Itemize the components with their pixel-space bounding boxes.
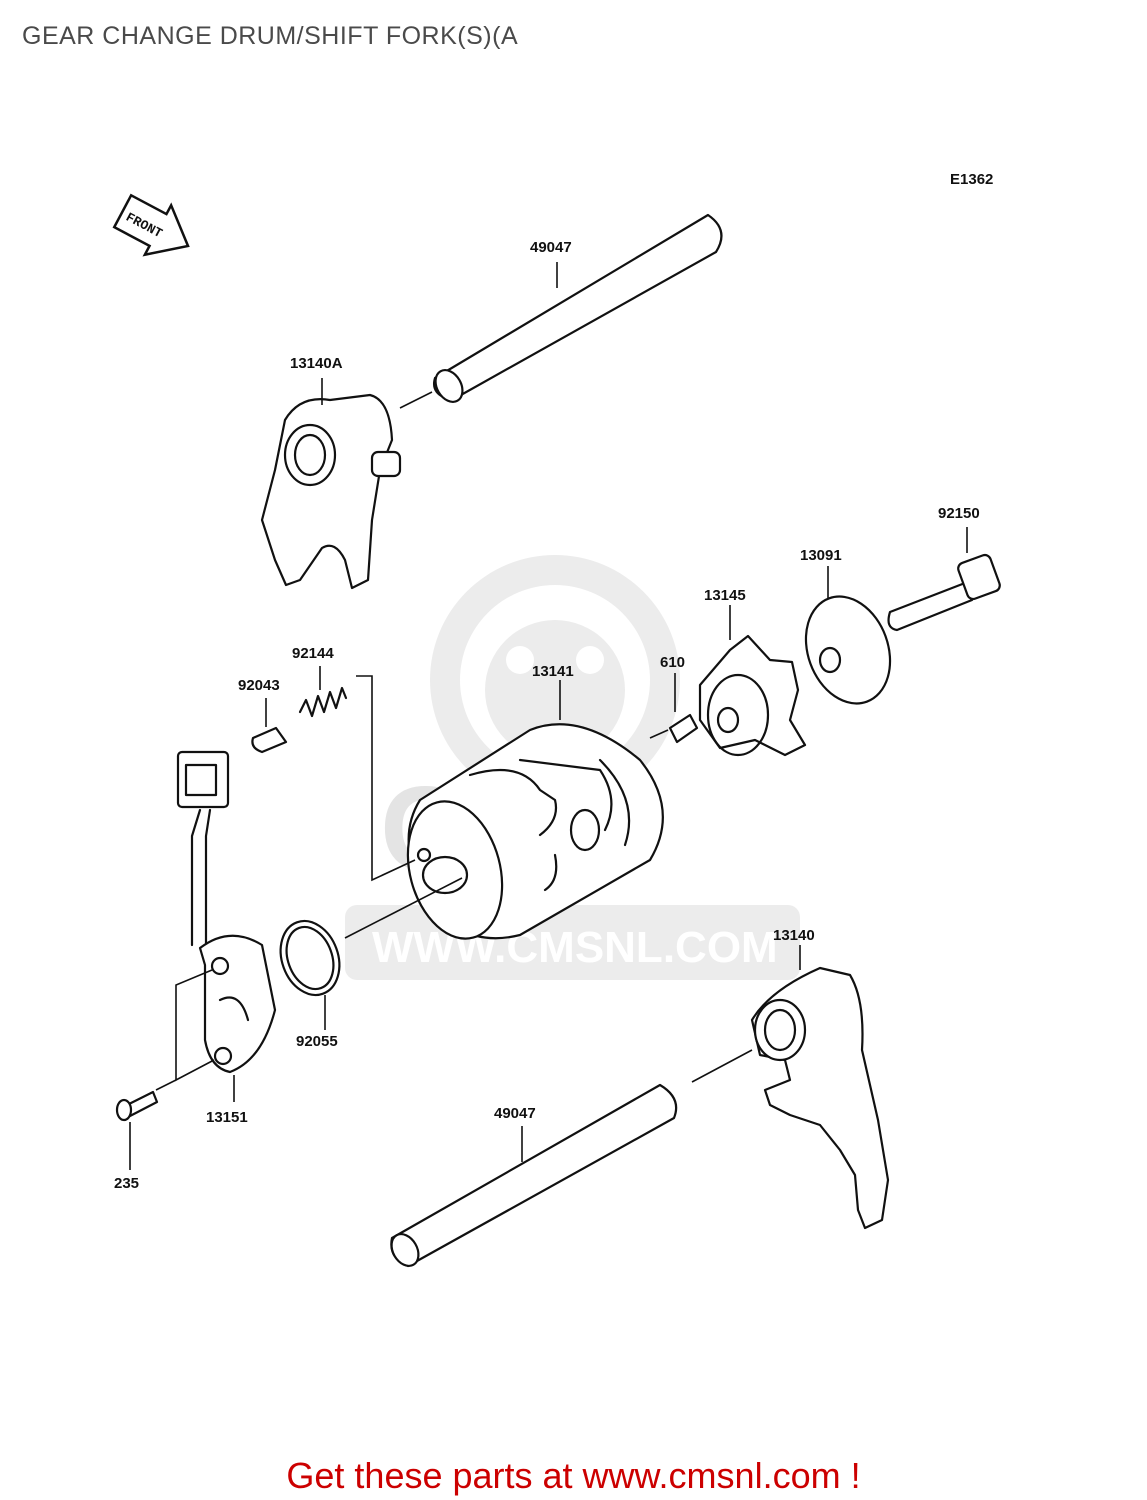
part-label-p9: 92043 bbox=[238, 677, 280, 694]
page-title: GEAR CHANGE DRUM/SHIFT FORK(S)(A bbox=[22, 22, 519, 50]
bolt-part bbox=[887, 527, 1001, 632]
get-parts-link[interactable]: Get these parts at www.cmsnl.com ! bbox=[286, 1455, 861, 1496]
screw-part bbox=[115, 1090, 159, 1170]
part-label-p6: 92144 bbox=[292, 645, 334, 662]
front-arrow-icon: FRONT bbox=[112, 193, 190, 257]
part-label-p7: 610 bbox=[660, 654, 685, 671]
part-label-p5: 13145 bbox=[704, 587, 746, 604]
part-label-p11: 92055 bbox=[296, 1033, 338, 1050]
plate-part bbox=[804, 566, 892, 705]
part-label-p14: 235 bbox=[114, 1175, 139, 1192]
shaft-top-part bbox=[399, 213, 723, 409]
part-label-p1: 49047 bbox=[530, 239, 572, 256]
shift-fork-part bbox=[691, 945, 890, 1230]
o-ring-part bbox=[279, 919, 341, 1030]
part-label-p8: 13141 bbox=[532, 663, 574, 680]
shift-fork-a-part bbox=[260, 378, 402, 590]
diagram-code: E1362 bbox=[950, 171, 993, 188]
part-label-p12: 49047 bbox=[494, 1105, 536, 1122]
pin-part bbox=[649, 673, 699, 744]
watermark-text: WWW.CMSNL.COM bbox=[372, 923, 778, 972]
shaft-bottom-part bbox=[390, 1083, 678, 1268]
part-label-p4: 13091 bbox=[800, 547, 842, 564]
detent-pin-part bbox=[251, 698, 288, 754]
part-label-p10: 13140 bbox=[773, 927, 815, 944]
neutral-switch-part bbox=[155, 750, 463, 1102]
part-label-p3: 92150 bbox=[938, 505, 980, 522]
gear-change-drum-part bbox=[406, 680, 664, 940]
star-plate-part bbox=[698, 605, 807, 757]
spring-part bbox=[298, 666, 416, 882]
part-label-p2: 13140A bbox=[290, 355, 343, 372]
part-label-p13: 13151 bbox=[206, 1109, 248, 1126]
